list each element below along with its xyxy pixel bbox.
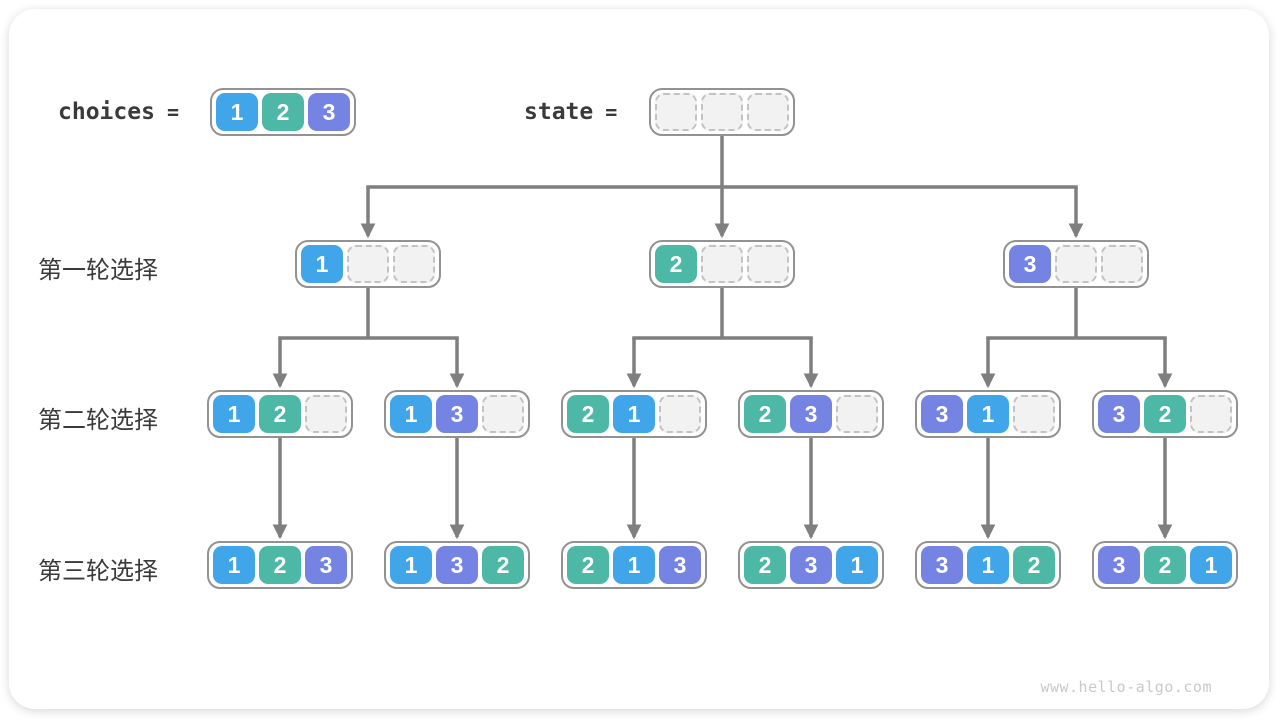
element-cell: 3 xyxy=(921,546,963,584)
element-cell: 3 xyxy=(659,546,701,584)
empty-slot xyxy=(393,245,435,283)
element-cell: 2 xyxy=(744,395,786,433)
element-cell: 1 xyxy=(613,546,655,584)
empty-slot xyxy=(747,93,789,131)
element-cell: 2 xyxy=(567,546,609,584)
round-label-3: 第三轮选择 xyxy=(38,558,158,585)
empty-slot xyxy=(1101,245,1143,283)
round-label-2: 第二轮选择 xyxy=(38,407,158,434)
empty-slot xyxy=(655,93,697,131)
element-cell: 2 xyxy=(1144,395,1186,433)
state-label: state xyxy=(524,99,594,125)
element-cell: 2 xyxy=(744,546,786,584)
element-cell: 1 xyxy=(613,395,655,433)
element-cell: 3 xyxy=(436,546,478,584)
element-cell: 3 xyxy=(1098,546,1140,584)
element-cell: 1 xyxy=(967,546,1009,584)
watermark: www.hello-algo.com xyxy=(1040,678,1212,696)
element-cell: 1 xyxy=(216,93,258,131)
empty-slot xyxy=(305,395,347,433)
state-legend: state = xyxy=(524,88,617,136)
empty-slot xyxy=(1190,395,1232,433)
element-cell: 3 xyxy=(921,395,963,433)
empty-slot xyxy=(836,395,878,433)
choices-label: choices xyxy=(58,99,155,125)
state-array xyxy=(649,88,795,136)
empty-slot xyxy=(1013,395,1055,433)
element-cell: 1 xyxy=(213,546,255,584)
element-cell: 3 xyxy=(436,395,478,433)
round-label-1: 第一轮选择 xyxy=(38,257,158,284)
element-cell: 1 xyxy=(967,395,1009,433)
state-equals-sign: = xyxy=(605,100,618,124)
empty-slot xyxy=(347,245,389,283)
element-cell: 1 xyxy=(390,395,432,433)
choices-equals-sign: = xyxy=(166,100,179,124)
element-cell: 3 xyxy=(305,546,347,584)
element-cell: 2 xyxy=(1013,546,1055,584)
element-cell: 1 xyxy=(1190,546,1232,584)
element-cell: 3 xyxy=(790,395,832,433)
element-cell: 3 xyxy=(308,93,350,131)
element-cell: 1 xyxy=(390,546,432,584)
empty-slot xyxy=(482,395,524,433)
empty-slot xyxy=(701,245,743,283)
element-cell: 1 xyxy=(213,395,255,433)
element-cell: 3 xyxy=(790,546,832,584)
element-cell: 2 xyxy=(259,546,301,584)
state-node-r1-1: 1 xyxy=(295,240,441,288)
element-cell: 2 xyxy=(482,546,524,584)
empty-slot xyxy=(747,245,789,283)
element-cell: 2 xyxy=(262,93,304,131)
element-cell: 1 xyxy=(301,245,343,283)
choices-legend: choices = xyxy=(58,88,179,136)
element-cell: 2 xyxy=(655,245,697,283)
element-cell: 3 xyxy=(1009,245,1051,283)
element-cell: 2 xyxy=(1144,546,1186,584)
element-cell: 1 xyxy=(836,546,878,584)
state-node-r1-3: 3 xyxy=(1003,240,1149,288)
element-cell: 2 xyxy=(567,395,609,433)
empty-slot xyxy=(701,93,743,131)
state-node-r1-2: 2 xyxy=(649,240,795,288)
empty-slot xyxy=(659,395,701,433)
element-cell: 3 xyxy=(1098,395,1140,433)
empty-slot xyxy=(1055,245,1097,283)
element-cell: 2 xyxy=(259,395,301,433)
